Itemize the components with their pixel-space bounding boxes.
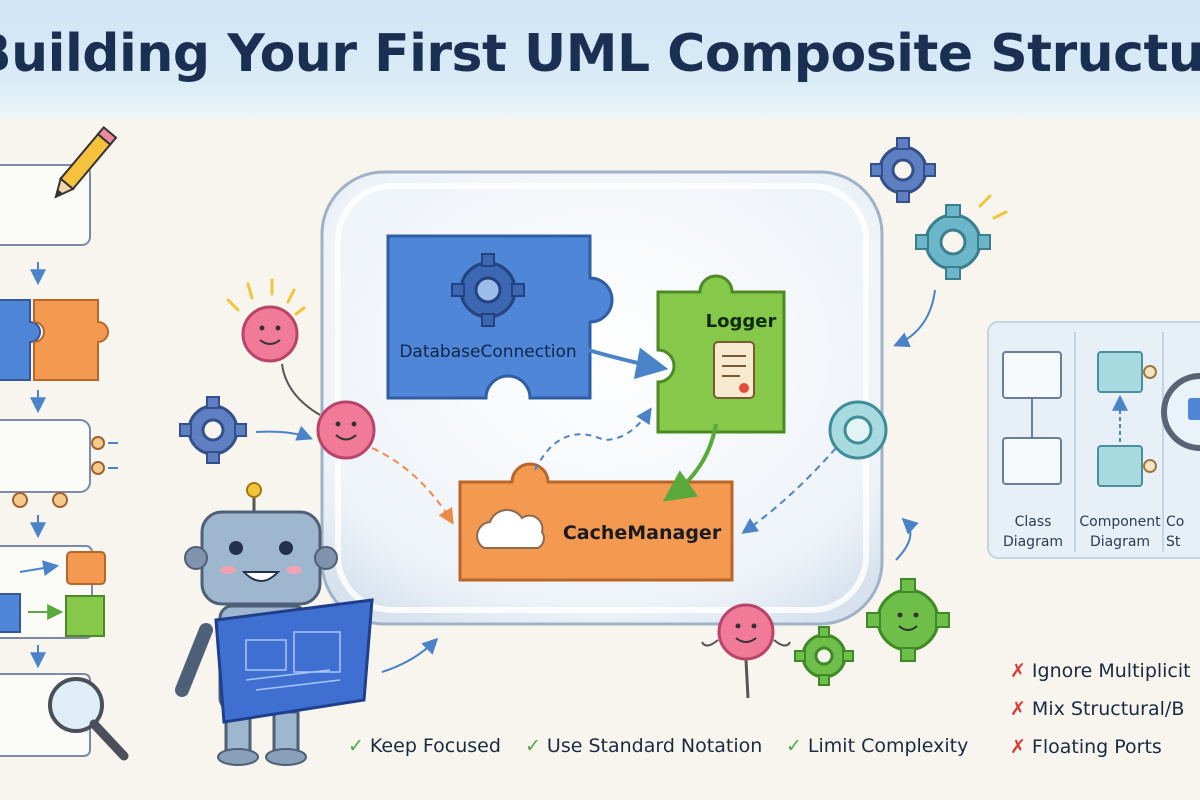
- magnifier-icon: [48, 677, 129, 761]
- pitfall-label: Mix Structural/B: [1031, 698, 1185, 720]
- panel-label-line: Class: [1014, 514, 1052, 530]
- port-right[interactable]: [828, 400, 888, 460]
- part-cache-manager[interactable]: CacheManager: [458, 462, 734, 582]
- tip-label: Use Standard Notation: [546, 735, 763, 757]
- panel-label-line: St: [1166, 534, 1181, 550]
- panel-label-class: Class Diagram: [990, 512, 1076, 552]
- pitfall-label: Ignore Multiplicit: [1031, 660, 1191, 682]
- pencil-icon: [54, 125, 118, 199]
- tip-label: Limit Complexity: [807, 735, 969, 757]
- scroll-icon: [713, 341, 755, 399]
- panel-label-line: Diagram: [1089, 534, 1151, 550]
- steps-column: [0, 125, 129, 761]
- tip-standard-notation: ✓Use Standard Notation: [525, 735, 762, 757]
- part-cache-label: CacheManager: [563, 522, 722, 544]
- check-icon: ✓: [525, 735, 541, 757]
- pitfall-multiplicity: ✗Ignore Multiplicit: [1010, 660, 1191, 682]
- cross-icon: ✗: [1010, 660, 1026, 682]
- part-logger[interactable]: Logger: [656, 274, 786, 434]
- pitfall-label: Floating Ports: [1031, 736, 1162, 758]
- gear-icon: [794, 626, 854, 686]
- connector-db-logger: [587, 347, 669, 380]
- panel-label-line: Diagram: [1002, 534, 1064, 550]
- connector-logger-cache: [662, 423, 718, 502]
- comparison-panel: [987, 321, 1200, 559]
- pitfall-floating-ports: ✗Floating Ports: [1010, 736, 1162, 758]
- panel-label-line: Co: [1166, 514, 1185, 530]
- blueprint-icon: [214, 598, 374, 724]
- panel-label-composite: Co St: [1166, 512, 1200, 552]
- cross-icon: ✗: [1010, 736, 1026, 758]
- page-title: Building Your First UML Composite Struct…: [0, 24, 1200, 84]
- cross-icon: ✗: [1010, 698, 1026, 720]
- part-database-connection[interactable]: DatabaseConnection: [386, 234, 614, 400]
- step-3-box: [0, 419, 91, 493]
- tip-limit-complexity: ✓Limit Complexity: [786, 735, 968, 757]
- connector-cache-logger: [534, 407, 652, 471]
- tip-keep-focused: ✓Keep Focused: [348, 735, 501, 757]
- part-logger-label: Logger: [706, 311, 777, 332]
- cloud-icon: [476, 508, 545, 549]
- check-icon: ✓: [348, 735, 364, 757]
- gear-icon: [451, 253, 525, 327]
- delegation-right: [741, 447, 837, 534]
- gear-icon: [179, 396, 247, 464]
- pitfall-mix-structural: ✗Mix Structural/B: [1010, 698, 1184, 720]
- title-banner: Building Your First UML Composite Struct…: [0, 0, 1200, 118]
- puzzle-icon: [0, 299, 109, 381]
- panel-label-component: Component Diagram: [1076, 512, 1164, 552]
- port-left[interactable]: [316, 400, 376, 460]
- gear-icon: [870, 137, 936, 203]
- check-icon: ✓: [786, 735, 802, 757]
- port-icons: [12, 436, 105, 508]
- tip-label: Keep Focused: [369, 735, 501, 757]
- gear-icon: [915, 204, 991, 280]
- gear-icon: [866, 578, 950, 662]
- interface-lollipop-character: [701, 603, 791, 699]
- panel-label-line: Component: [1079, 514, 1161, 530]
- interface-lollipop: [226, 278, 321, 416]
- part-database-label: DatabaseConnection: [399, 342, 576, 362]
- delegation-left: [371, 447, 454, 525]
